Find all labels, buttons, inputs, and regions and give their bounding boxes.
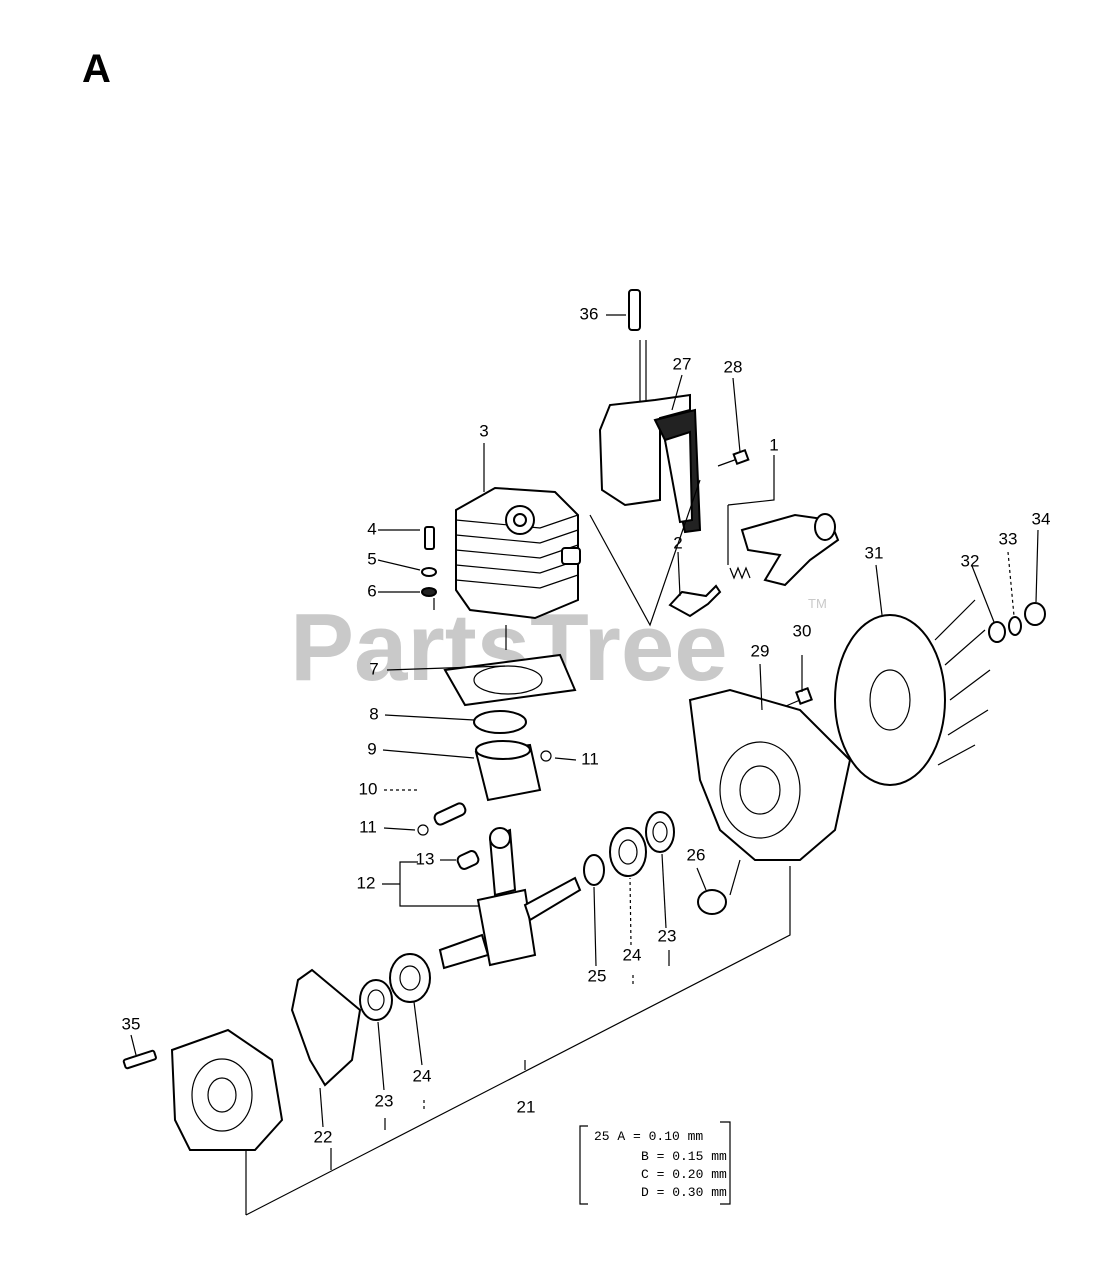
callout-23-top: 23 xyxy=(658,926,677,945)
callout-1: 1 xyxy=(769,435,778,454)
callout-9: 9 xyxy=(367,739,376,758)
diagram-title: A xyxy=(82,47,111,91)
callout-11-right: 11 xyxy=(581,749,599,768)
callout-22: 22 xyxy=(314,1127,333,1146)
part-9-piston xyxy=(474,740,542,802)
callout-23-bottom: 23 xyxy=(375,1091,394,1110)
callout-2: 2 xyxy=(673,533,682,552)
part-36-pin xyxy=(628,289,641,331)
parts-drawing xyxy=(122,289,1046,1151)
part-23-seal-top xyxy=(645,811,675,853)
callout-36: 36 xyxy=(580,304,599,323)
part-11-circlip xyxy=(417,750,552,836)
part-31-flywheel xyxy=(834,599,991,786)
part-4-screw xyxy=(424,526,435,550)
callout-11-left: 11 xyxy=(359,817,377,836)
part-13-bearing xyxy=(456,850,480,870)
callout-3: 3 xyxy=(479,421,488,440)
shim-row-d: D = 0.30 mm xyxy=(641,1185,727,1200)
shim-table: 25 A = 0.10 mm B = 0.15 mm C = 0.20 mm D… xyxy=(579,1121,731,1205)
part-8-ring xyxy=(473,710,527,734)
part-28-bolt xyxy=(717,448,750,467)
callout-29: 29 xyxy=(751,641,770,660)
shim-row-a: 25 A = 0.10 mm xyxy=(594,1129,703,1144)
callout-12: 12 xyxy=(357,873,376,892)
shim-row-b: B = 0.15 mm xyxy=(641,1149,727,1164)
part-23-seal-bottom xyxy=(359,979,393,1021)
callout-13: 13 xyxy=(416,849,435,868)
callout-4: 4 xyxy=(367,519,376,538)
part-22-gasket xyxy=(290,968,362,1087)
part-32-washer xyxy=(988,621,1006,643)
callout-33: 33 xyxy=(999,529,1018,548)
part-crankcase-left xyxy=(170,1028,284,1151)
part-27-muffler xyxy=(598,340,702,534)
part-crankcase-half xyxy=(688,688,852,861)
part-12-crankshaft xyxy=(438,827,582,970)
callout-24-bottom: 24 xyxy=(413,1066,432,1085)
part-34-nut xyxy=(1024,602,1046,626)
callout-labels: 36 27 28 3 1 4 5 6 2 34 33 31 32 30 29 7… xyxy=(122,304,1051,1146)
leader-lines xyxy=(130,314,1039,1216)
callout-28: 28 xyxy=(724,357,743,376)
part-1-intake xyxy=(729,513,840,587)
callout-35: 35 xyxy=(122,1014,141,1033)
part-24-bearing-bottom xyxy=(389,953,431,1003)
part-26-cap xyxy=(697,889,727,915)
watermark-tm: TM xyxy=(808,596,827,611)
callout-24-top: 24 xyxy=(623,945,642,964)
callout-25: 25 xyxy=(588,966,607,985)
callout-27: 27 xyxy=(673,354,692,373)
callout-10: 10 xyxy=(359,779,378,798)
part-3-cylinder xyxy=(455,486,581,620)
callout-7: 7 xyxy=(369,659,378,678)
callout-34: 34 xyxy=(1032,509,1051,528)
part-24-bearing-top xyxy=(609,827,647,877)
callout-8: 8 xyxy=(369,704,378,723)
part-6-washer xyxy=(421,587,437,597)
callout-31: 31 xyxy=(865,543,884,562)
shim-row-c: C = 0.20 mm xyxy=(641,1167,727,1182)
callout-5: 5 xyxy=(367,549,376,568)
part-25-shim xyxy=(583,854,605,886)
part-33-washer xyxy=(1008,616,1022,636)
part-35-stud xyxy=(122,1049,157,1070)
callout-30: 30 xyxy=(793,621,812,640)
callout-26: 26 xyxy=(687,845,706,864)
callout-32: 32 xyxy=(961,551,980,570)
callout-21: 21 xyxy=(517,1097,536,1116)
part-10-pin xyxy=(433,802,467,826)
part-2-spark-plug xyxy=(668,584,722,618)
callout-6: 6 xyxy=(367,581,376,600)
part-5-washer xyxy=(421,567,437,577)
